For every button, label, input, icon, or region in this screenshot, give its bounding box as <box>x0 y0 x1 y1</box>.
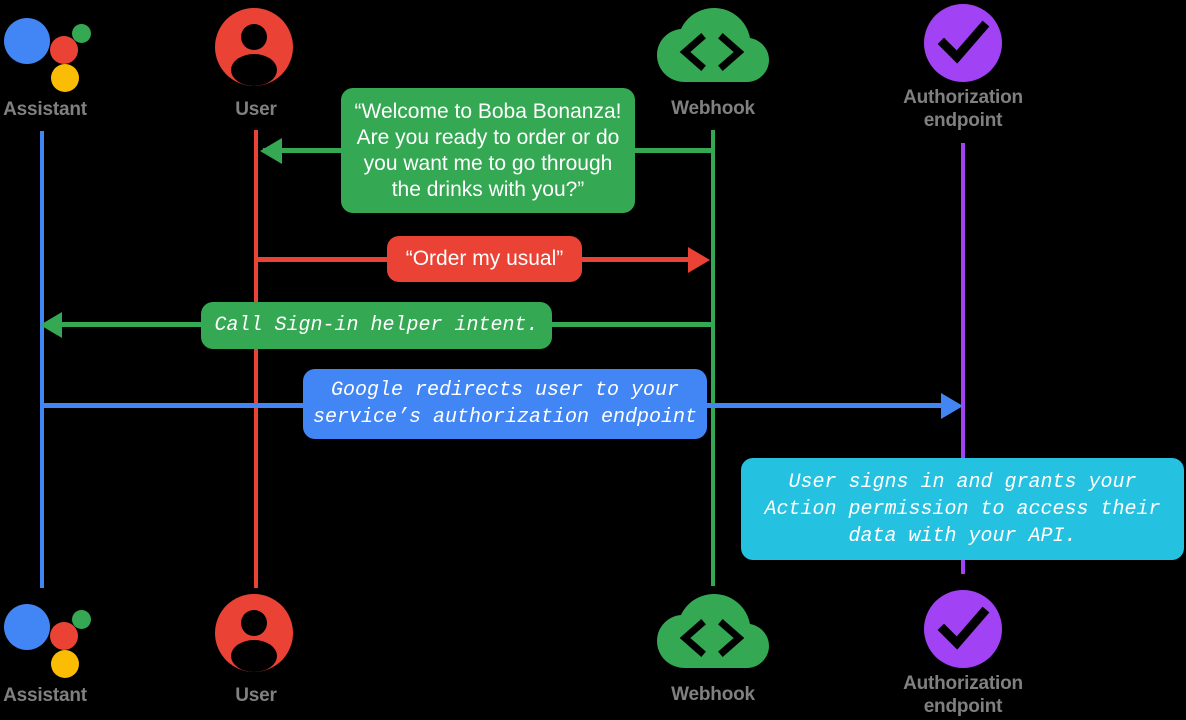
message-bubble-signin: Call Sign-in helper intent. <box>201 302 552 349</box>
lifeline-authorization <box>961 143 965 574</box>
purple-check-circle-icon-bottom <box>924 590 1002 668</box>
actor-label-user-top: User <box>235 99 277 120</box>
lifeline-webhook <box>711 130 715 586</box>
arrowhead-redirect <box>941 393 963 419</box>
assistant-red-dot <box>50 36 78 64</box>
message-text-redirect: Google redirects user to your service’s … <box>312 379 698 429</box>
actor-label-assistant-bottom: Assistant <box>3 685 87 706</box>
actor-label-authorization-top: Authorization endpoint <box>903 87 1023 131</box>
purple-check-circle-icon <box>924 4 1002 82</box>
actor-label-webhook-bottom: Webhook <box>671 684 755 705</box>
assistant-blue-dot <box>4 18 50 64</box>
google-assistant-icon <box>2 8 94 100</box>
assistant-red-dot-bottom <box>50 622 78 650</box>
message-text-signin: Call Sign-in helper intent. <box>214 314 539 337</box>
arrowhead-order <box>688 247 710 273</box>
actor-label-assistant-top: Assistant <box>3 99 87 120</box>
assistant-yellow-dot <box>51 64 79 92</box>
google-assistant-icon-bottom <box>2 594 94 686</box>
cloud-code-icon <box>657 8 769 88</box>
assistant-blue-dot-bottom <box>4 604 50 650</box>
assistant-green-dot <box>72 24 91 43</box>
note-text-user-signs-in: User signs in and grants your Action per… <box>764 470 1161 548</box>
message-bubble-redirect: Google redirects user to your service’s … <box>303 369 707 439</box>
actor-label-user-bottom: User <box>235 685 277 706</box>
arrowhead-signin <box>40 312 62 338</box>
assistant-yellow-dot-bottom <box>51 650 79 678</box>
cloud-code-icon-bottom <box>657 594 769 674</box>
actor-label-authorization-bottom: Authorization endpoint <box>903 673 1023 717</box>
actor-label-webhook-top: Webhook <box>671 98 755 119</box>
message-bubble-welcome: “Welcome to Boba Bonanza! Are you ready … <box>341 88 635 213</box>
user-avatar-icon-bottom <box>215 594 293 672</box>
note-bubble-user-signs-in: User signs in and grants your Action per… <box>741 458 1184 560</box>
lifeline-user <box>254 130 258 588</box>
lifeline-assistant <box>40 131 44 588</box>
user-avatar-icon <box>215 8 293 86</box>
message-text-welcome: “Welcome to Boba Bonanza! Are you ready … <box>354 99 622 201</box>
assistant-green-dot-bottom <box>72 610 91 629</box>
arrowhead-welcome <box>260 138 282 164</box>
message-bubble-order: “Order my usual” <box>387 236 582 282</box>
message-text-order: “Order my usual” <box>405 247 564 270</box>
